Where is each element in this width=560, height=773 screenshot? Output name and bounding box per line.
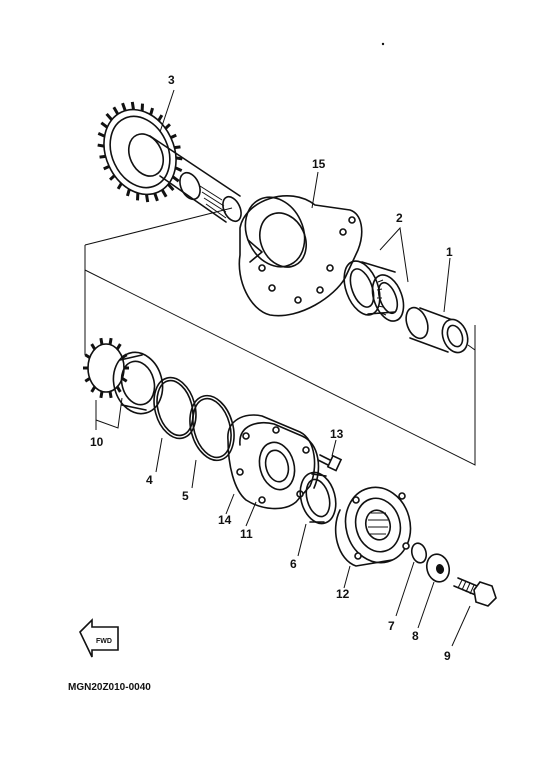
callout-9: 9 xyxy=(444,649,451,663)
leader-lines xyxy=(95,89,471,647)
part-11-14-retainer xyxy=(227,414,320,510)
gear-tooth xyxy=(103,165,110,171)
gear-tooth xyxy=(149,107,155,116)
gear-tooth xyxy=(99,337,104,345)
gear-tooth xyxy=(175,156,183,161)
gear-tooth xyxy=(171,175,180,183)
scan-dot xyxy=(381,42,385,46)
forward-arrow-icon: FWD xyxy=(79,618,119,658)
part-3-drive-shaft-gear xyxy=(97,101,242,223)
callout-13: 13 xyxy=(330,427,344,441)
callout-labels: 1 2 3 4 5 6 7 8 9 10 11 12 13 14 15 xyxy=(90,73,453,663)
gear-tooth xyxy=(174,145,181,150)
part-13-bolt xyxy=(317,454,343,472)
gear-tooth xyxy=(97,143,105,148)
callout-1: 1 xyxy=(446,245,453,259)
gear-tooth xyxy=(109,174,116,181)
gear-tooth xyxy=(157,114,164,122)
callout-6: 6 xyxy=(290,557,297,571)
part-2-tapered-bearing xyxy=(343,260,405,322)
gear-tooth xyxy=(90,385,97,393)
part-6-oil-seal xyxy=(299,471,337,525)
part-8-washer xyxy=(425,553,451,583)
callout-12: 12 xyxy=(336,587,350,601)
part-7-small-o-ring xyxy=(410,542,428,564)
callout-15: 15 xyxy=(312,157,326,171)
gear-tooth xyxy=(153,192,159,202)
gear-tooth xyxy=(130,101,135,110)
callout-7: 7 xyxy=(388,619,395,633)
gear-tooth xyxy=(164,123,171,130)
forward-arrow-tag: FWD xyxy=(96,638,112,645)
gear-tooth xyxy=(108,337,113,345)
gear-tooth xyxy=(125,188,131,197)
callout-10: 10 xyxy=(90,435,104,449)
part-5-o-ring xyxy=(189,394,235,462)
gear-tooth xyxy=(90,343,97,351)
part-10-pinion-gear xyxy=(83,337,164,415)
part-15-bearing-housing xyxy=(238,195,363,317)
callout-14: 14 xyxy=(218,513,232,527)
part-1-collar xyxy=(405,306,469,354)
drawing-code: MGN20Z010-0040 xyxy=(68,682,151,693)
gear-tooth xyxy=(100,121,109,129)
gear-tooth xyxy=(121,377,128,383)
gear-tooth xyxy=(105,112,113,121)
part-12-output-flange xyxy=(334,486,412,567)
callout-4: 4 xyxy=(146,473,153,487)
callout-3: 3 xyxy=(168,73,175,87)
gear-tooth xyxy=(116,182,123,190)
gear-tooth xyxy=(108,391,113,399)
assembly-guide-lines xyxy=(84,207,476,466)
gear-tooth xyxy=(174,166,183,172)
gear-tooth xyxy=(99,391,104,399)
callout-8: 8 xyxy=(412,629,419,643)
gear-tooth xyxy=(170,133,177,139)
gear-tooth xyxy=(97,132,106,138)
gear-tooth xyxy=(115,343,122,351)
gear-tooth xyxy=(112,106,120,115)
callout-2: 2 xyxy=(396,211,403,225)
gear-tooth xyxy=(121,102,127,112)
gear-tooth xyxy=(84,377,91,383)
part-9-hex-bolt xyxy=(453,577,497,607)
callout-11: 11 xyxy=(240,527,253,541)
callout-5: 5 xyxy=(182,489,189,503)
gear-tooth xyxy=(115,385,122,393)
gear-tooth xyxy=(84,353,91,359)
gear-tooth xyxy=(160,189,168,198)
gear-tooth xyxy=(167,183,175,192)
gear-tooth xyxy=(145,194,150,203)
gear-tooth xyxy=(99,154,106,159)
